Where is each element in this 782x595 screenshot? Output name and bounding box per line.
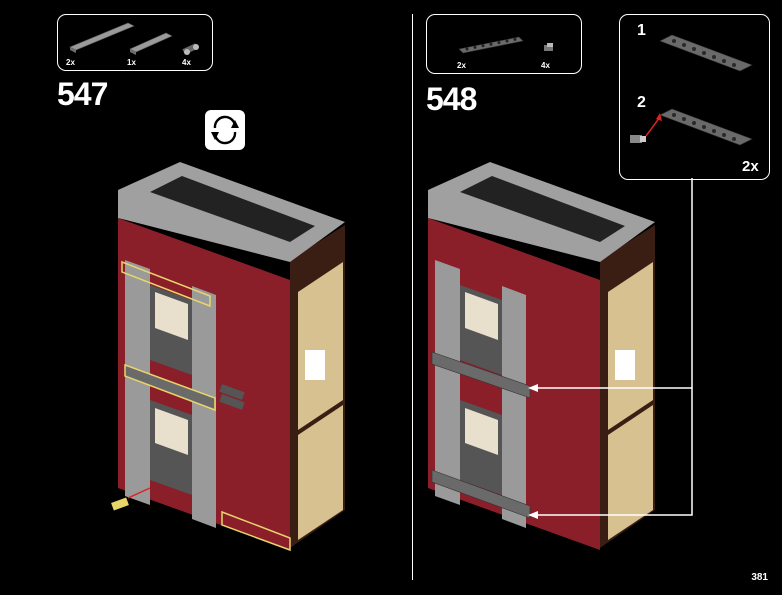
sub-assembly-callout: 1 2 2x [619, 14, 770, 180]
building-model-547 [111, 162, 345, 552]
parts-list-547: 2x 1x 4x [57, 14, 213, 71]
part-qty-547-1: 2x [66, 58, 75, 67]
part-qty-548-2: 4x [541, 61, 550, 70]
callout-multiplier: 2x [742, 158, 759, 175]
callout-step-1: 1 [637, 22, 646, 39]
part-qty-548-1: 2x [457, 61, 466, 70]
parts-list-548: 2x 4x [426, 14, 582, 74]
page-divider [412, 14, 413, 580]
callout-art [630, 34, 753, 146]
part-qty-547-2: 1x [127, 58, 136, 67]
rotate-model-icon [205, 110, 245, 150]
parts-list-547-art [69, 22, 199, 55]
step-number-547: 547 [57, 76, 108, 112]
technic-pin-connector-icon [182, 43, 199, 55]
step-number-548: 548 [426, 81, 477, 117]
callout-pin-icon [630, 113, 662, 143]
callout-step-2: 2 [637, 94, 646, 111]
part-qty-547-3: 4x [182, 58, 191, 67]
callout-beam-2-icon [659, 108, 753, 146]
long-gray-plate-icon [69, 22, 135, 53]
medium-gray-plate-icon [129, 32, 173, 55]
page-number: 381 [751, 572, 768, 583]
callout-beam-1-icon [659, 34, 753, 72]
technic-pin-icon [544, 43, 553, 51]
technic-beam-icon [458, 36, 524, 54]
building-model-548 [428, 162, 693, 550]
parts-list-548-art [458, 36, 553, 54]
